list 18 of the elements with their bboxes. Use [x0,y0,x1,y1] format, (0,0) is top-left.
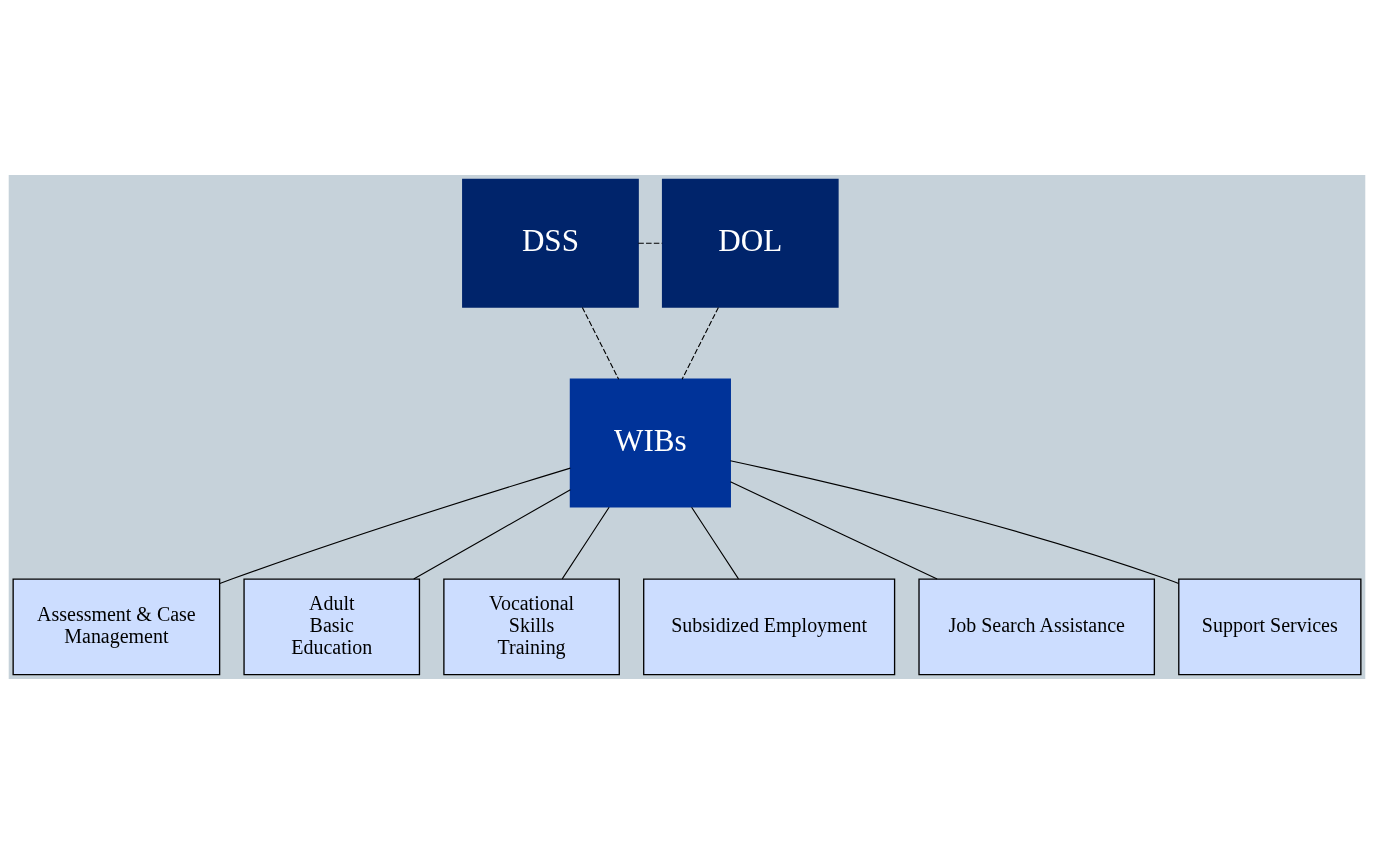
connector [219,467,571,584]
node-box: Vocational Skills Training [443,577,620,675]
connector [729,459,1180,584]
connector [729,480,938,579]
node-box: DSS [462,178,639,308]
node-box: Assessment & Case Management [12,577,221,675]
node-box: Job Search Assistance [918,577,1156,675]
node-box: WIBs [569,378,731,508]
node-box: Support Services [1178,577,1362,675]
node-box: Subsidized Employment [643,577,896,675]
connector [691,506,740,579]
connector [581,306,620,380]
connector [561,506,610,579]
node-box: Adult Basic Education [243,577,421,675]
node-box: DOL [661,178,839,308]
connector [681,306,719,380]
connector [413,488,571,580]
connector [637,242,663,244]
